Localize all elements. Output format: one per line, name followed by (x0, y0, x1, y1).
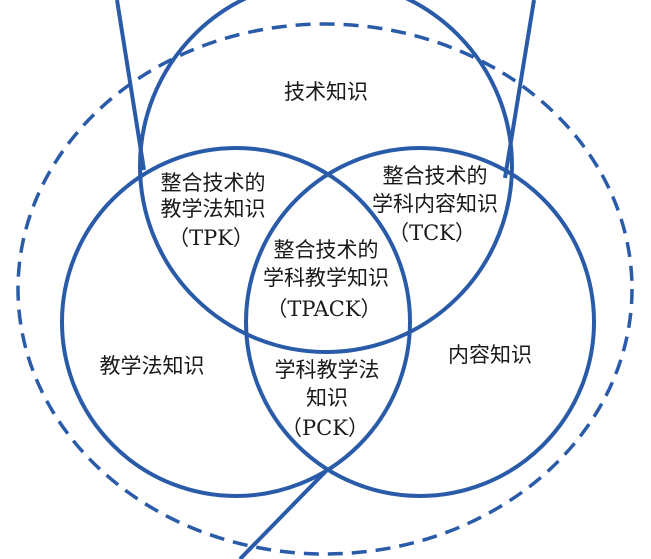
pedagogy-knowledge-circle (60, 146, 412, 498)
tpack-label-line3: （TPACK） (266, 297, 381, 321)
content-knowledge-circle (244, 146, 596, 498)
pck-label-line2: 知识 (306, 386, 348, 410)
context-dashed-circle (16, 22, 634, 556)
tpk-label-line3: （TPK） (168, 226, 254, 250)
tck-label-line2: 学科内容知识 (372, 192, 498, 216)
tpack-label-line1: 整合技术的 (274, 238, 379, 262)
tk-label: 技术知识 (284, 80, 368, 104)
technology-knowledge-circle (138, 0, 514, 354)
tpk-label-line2: 教学法知识 (161, 197, 266, 221)
funnel-line-left (115, 0, 146, 171)
funnel-line-right (503, 0, 536, 179)
tpack-label-line2: 学科教学知识 (263, 266, 389, 290)
tck-label-line3: （TCK） (388, 221, 476, 245)
tck-label-line1: 整合技术的 (383, 164, 488, 188)
ck-label: 内容知识 (448, 343, 532, 367)
funnel-line-bottom (238, 468, 329, 559)
pck-label-line1: 学科教学法 (275, 358, 380, 382)
pk-label: 教学法知识 (100, 354, 205, 378)
pck-label-line3: （PCK） (281, 416, 369, 440)
tpk-label-line1: 整合技术的 (161, 171, 266, 195)
